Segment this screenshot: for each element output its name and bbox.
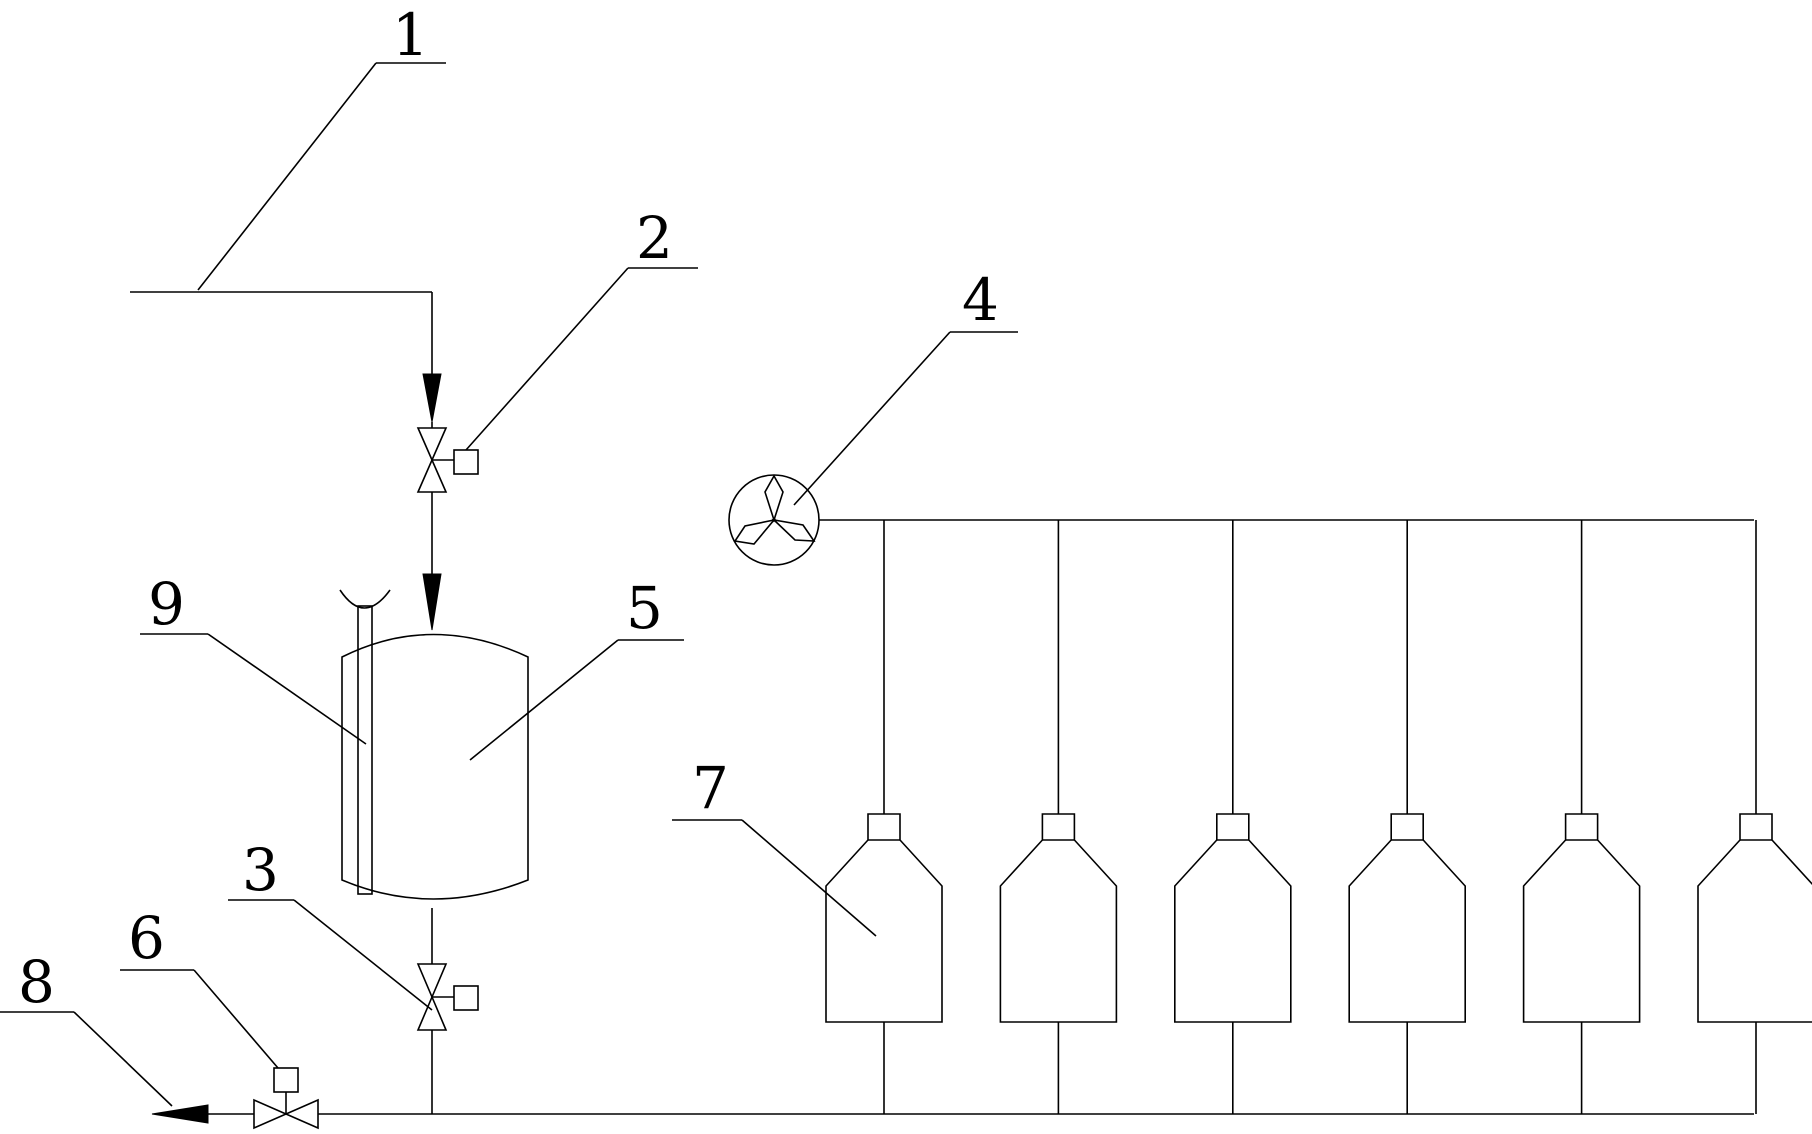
label-1: 1 <box>392 1 429 69</box>
arrow-left-icon <box>152 1105 208 1123</box>
outlet-8: 8 <box>0 948 254 1123</box>
label-5: 5 <box>626 574 663 642</box>
label-4: 4 <box>962 266 999 334</box>
vessel-5 <box>1524 520 1640 1114</box>
vessel-group <box>826 520 1812 1114</box>
callout-7: 7 <box>672 754 876 936</box>
vessel-3 <box>1175 520 1291 1114</box>
callout-1: 1 <box>198 1 446 290</box>
vessel-4 <box>1349 520 1465 1114</box>
label-8: 8 <box>18 948 55 1016</box>
tank-inlet-pipe <box>423 492 441 630</box>
vessel-1 <box>826 520 942 1114</box>
label-9: 9 <box>148 570 185 638</box>
label-7: 7 <box>692 754 729 822</box>
valve-6: 6 <box>120 904 318 1128</box>
valve-2: 2 <box>418 204 698 492</box>
arrow-down-icon <box>423 574 441 630</box>
arrow-down-icon <box>423 374 441 422</box>
label-6: 6 <box>128 904 165 972</box>
valve-3: 3 <box>228 836 478 1114</box>
tank-5: 5 <box>342 574 684 899</box>
supply-pipe <box>130 292 441 428</box>
label-3: 3 <box>242 836 279 904</box>
vessel-6 <box>1698 520 1812 1114</box>
vessel-2 <box>1000 520 1116 1114</box>
label-2: 2 <box>636 204 673 272</box>
